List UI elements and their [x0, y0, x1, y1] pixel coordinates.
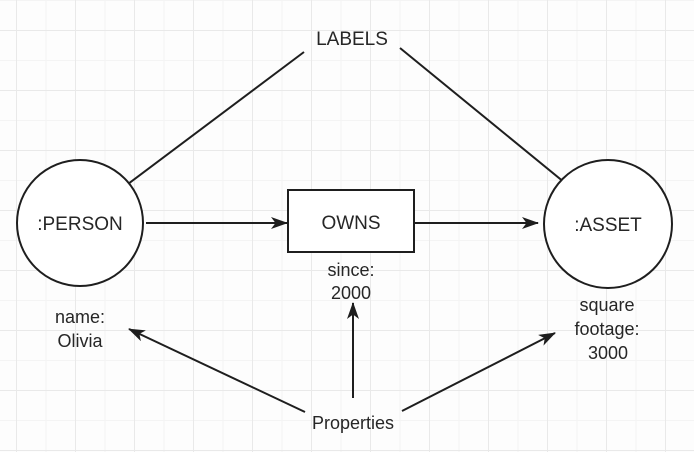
- asset-node-label[interactable]: :ASSET: [574, 215, 642, 236]
- labels-title[interactable]: LABELS: [316, 29, 388, 50]
- properties-to-footage-arrow[interactable]: [401, 332, 556, 412]
- since-property-line-2[interactable]: 2000: [331, 283, 371, 303]
- properties-title[interactable]: Properties: [312, 413, 394, 433]
- labels-to-person-arrow[interactable]: [99, 51, 305, 206]
- footage-property-line-1[interactable]: square: [579, 295, 634, 315]
- name-property-line-1[interactable]: name:: [55, 307, 105, 327]
- footage-property-line-3[interactable]: 3000: [588, 343, 628, 363]
- asset-node-circle[interactable]: [543, 159, 673, 289]
- properties-to-name-arrow[interactable]: [128, 328, 306, 413]
- labels-to-asset-arrow[interactable]: [399, 47, 593, 206]
- since-property-line-1[interactable]: since:: [327, 260, 374, 280]
- footage-property-line-2[interactable]: footage:: [574, 319, 639, 339]
- owns-relationship-label[interactable]: OWNS: [321, 213, 380, 234]
- owns-relationship-box[interactable]: [287, 189, 415, 253]
- person-node-label[interactable]: :PERSON: [37, 214, 123, 235]
- person-node-circle[interactable]: [16, 159, 144, 287]
- name-property-line-2[interactable]: Olivia: [57, 331, 103, 351]
